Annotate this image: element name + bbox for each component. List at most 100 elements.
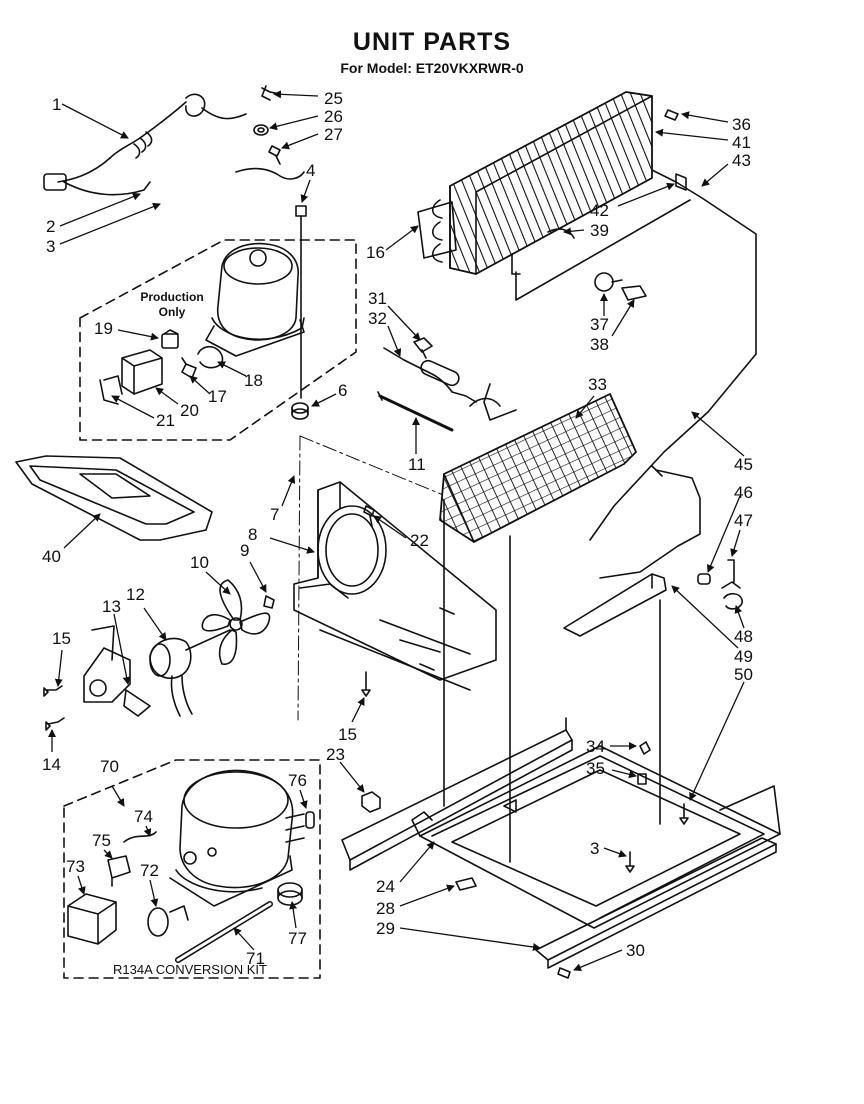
callout-13: 13 xyxy=(102,597,121,616)
leader-9 xyxy=(249,561,267,593)
callout-72: 72 xyxy=(140,861,159,880)
screw-9 xyxy=(263,595,275,609)
leader-71 xyxy=(233,927,255,951)
callout-26: 26 xyxy=(324,107,343,126)
leveler-23 xyxy=(361,791,381,813)
callout-32: 32 xyxy=(368,309,387,328)
callout-50: 50 xyxy=(734,665,753,684)
leader-39 xyxy=(563,227,585,236)
leader-22 xyxy=(373,515,407,539)
callout-28: 28 xyxy=(376,899,395,918)
callout-70: 70 xyxy=(100,757,119,776)
leader-8 xyxy=(269,537,315,554)
callout-12: 12 xyxy=(126,585,145,604)
callout-39: 39 xyxy=(590,221,609,240)
leader-72 xyxy=(149,879,159,907)
callout-74: 74 xyxy=(134,807,153,826)
leader-36 xyxy=(681,111,729,123)
capacitor-20 xyxy=(121,349,163,395)
overload-18 xyxy=(197,345,224,369)
leader-23 xyxy=(339,761,365,793)
screw-3-base xyxy=(625,851,635,873)
clip-28 xyxy=(455,877,477,891)
tube-lower xyxy=(511,199,691,301)
callout-21: 21 xyxy=(156,411,175,430)
washer-26 xyxy=(253,124,269,136)
callout-36: 36 xyxy=(732,115,751,134)
leader-19 xyxy=(117,329,159,341)
bolt-4 xyxy=(295,205,307,399)
leader-50 xyxy=(689,681,745,801)
relay-19 xyxy=(161,329,179,349)
callout-14: 14 xyxy=(42,755,61,774)
leader-18 xyxy=(217,361,247,377)
callout-15b: 15 xyxy=(338,725,357,744)
leader-49 xyxy=(671,585,739,649)
drier-71 xyxy=(175,901,273,963)
callout-20: 20 xyxy=(180,401,199,420)
leader-6 xyxy=(311,393,337,407)
page-title: UNIT PARTS xyxy=(352,28,512,56)
wire-lead xyxy=(235,167,305,180)
evaporator-tube xyxy=(443,499,511,863)
callout-22: 22 xyxy=(410,531,429,550)
leader-47 xyxy=(730,529,741,557)
callout-30: 30 xyxy=(626,941,645,960)
grommet-6 xyxy=(291,402,309,420)
leader-74 xyxy=(143,825,152,837)
leader-26 xyxy=(269,115,319,131)
screw-15 xyxy=(43,685,63,697)
leader-7 xyxy=(281,475,296,507)
clip-35 xyxy=(637,773,647,785)
leader-17 xyxy=(189,375,211,395)
production-compressor xyxy=(205,242,305,357)
leader-3a xyxy=(59,202,161,245)
fan-bracket xyxy=(293,481,497,691)
leader-31 xyxy=(387,305,421,341)
callout-1: 1 xyxy=(52,95,61,114)
leader-28 xyxy=(399,884,455,907)
callout-35: 35 xyxy=(586,759,605,778)
callout-42: 42 xyxy=(590,201,609,220)
callout-25: 25 xyxy=(324,89,343,108)
leader-77 xyxy=(289,901,298,929)
callout-3a: 3 xyxy=(46,237,55,256)
tube-assembly xyxy=(599,465,701,579)
clip-31 xyxy=(413,337,433,359)
leader-27 xyxy=(281,133,319,150)
callout-8: 8 xyxy=(248,525,257,544)
callout-49: 49 xyxy=(734,647,753,666)
callout-3b: 3 xyxy=(590,839,599,858)
condenser-coil xyxy=(417,91,653,275)
production-note-line1: Production xyxy=(140,290,203,304)
tube-46 xyxy=(697,573,711,585)
overload-72 xyxy=(147,905,189,937)
callout-2: 2 xyxy=(46,217,55,236)
callout-27: 27 xyxy=(324,125,343,144)
clamp-48 xyxy=(723,592,743,610)
screw-22 xyxy=(363,505,375,527)
leader-2 xyxy=(59,192,141,227)
leader-40 xyxy=(63,513,101,549)
leader-13 xyxy=(113,613,131,685)
kit-compressor xyxy=(169,769,305,907)
screw-15b xyxy=(361,671,371,697)
leader-73 xyxy=(77,875,86,895)
tube-43 xyxy=(589,169,757,541)
clip-42 xyxy=(675,173,687,191)
wire-74 xyxy=(123,831,157,843)
leader-35 xyxy=(611,769,637,779)
callout-41: 41 xyxy=(732,133,751,152)
callout-77: 77 xyxy=(288,929,307,948)
callout-4: 4 xyxy=(306,161,315,180)
callout-71: 71 xyxy=(246,949,265,968)
clamp-37 xyxy=(594,272,623,292)
leader-15b xyxy=(351,697,365,723)
leader-16 xyxy=(385,225,419,251)
leader-20 xyxy=(155,387,179,405)
leader-10 xyxy=(205,571,231,595)
callout-43: 43 xyxy=(732,151,751,170)
production-note-line2: Only xyxy=(159,305,186,319)
callout-10: 10 xyxy=(190,553,209,572)
